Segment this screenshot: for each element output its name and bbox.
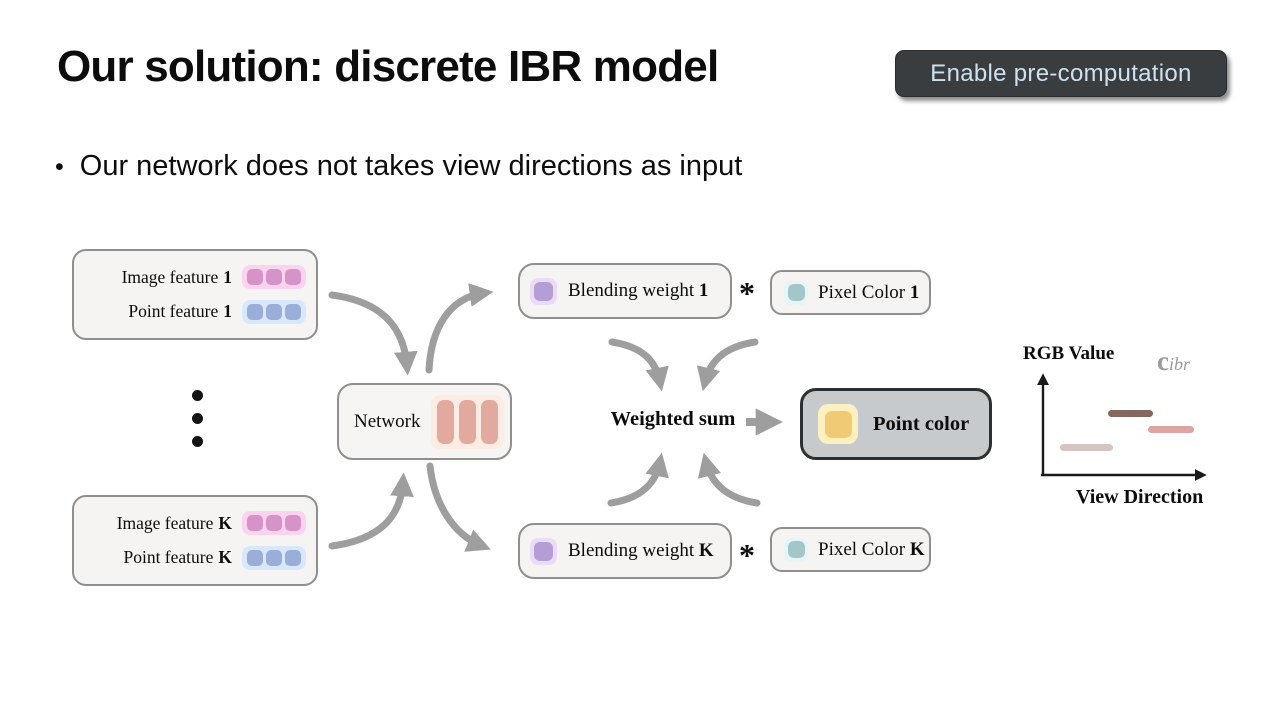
chart-y-axis-label: RGB Value	[1023, 343, 1115, 364]
slide-title: Our solution: discrete IBR model	[57, 42, 719, 91]
pixel-color-k-label: Pixel Color K	[818, 538, 925, 560]
blending-weight-1-box: Blending weight 1	[518, 263, 732, 319]
network-box: Network	[337, 383, 512, 460]
chart-plot	[1043, 372, 1213, 475]
blending-weight-k-box: Blending weight K	[518, 523, 732, 579]
point-color-box: Point color	[800, 388, 992, 460]
multiply-symbol-k: *	[739, 537, 755, 573]
weighted-sum-label: Weighted sum	[610, 408, 736, 430]
multiply-symbol-1: *	[739, 275, 755, 311]
arrow-pixel1-to-sum	[696, 338, 759, 392]
network-label: Network	[354, 410, 421, 432]
pixel-color-swatch-icon	[784, 280, 808, 305]
arrow-pixelK-to-sum	[697, 452, 761, 507]
bullet-text: Our network does not takes view directio…	[79, 150, 743, 182]
blending-weight-1-label: Blending weight 1	[568, 280, 709, 301]
point-color-label: Point color	[873, 412, 970, 435]
pixel-color-swatch-icon	[784, 537, 808, 562]
arrow-network-to-weight1	[425, 283, 494, 374]
arrow-featureK-to-network	[328, 472, 414, 550]
enable-precomputation-button[interactable]: Enable pre-computation	[895, 50, 1227, 97]
chart-segment-view-bin-2	[1107, 410, 1154, 418]
blending-weight-swatch-icon	[530, 277, 557, 305]
bullet-marker: •	[55, 153, 64, 181]
chart-segment-view-bin-1	[1060, 444, 1113, 452]
arrow-weight1-to-sum	[608, 338, 669, 392]
pixel-color-1-box: Pixel Color 1	[770, 270, 931, 315]
image-feature-1-chips	[242, 265, 306, 290]
arrow-weightK-to-sum	[607, 452, 669, 507]
chart-segment-view-bin-3	[1148, 425, 1195, 433]
image-feature-k-chips	[242, 511, 306, 536]
blending-weight-k-label: Blending weight K	[568, 540, 714, 561]
pixel-color-1-label: Pixel Color 1	[818, 281, 920, 303]
blending-weight-swatch-icon	[530, 537, 557, 565]
pixel-color-k-box: Pixel Color K	[770, 527, 931, 572]
network-layers-icon	[431, 394, 505, 449]
point-feature-1-chips	[242, 299, 306, 324]
arrow-network-to-weightK	[426, 462, 491, 552]
arrow-feature1-to-network	[328, 291, 418, 376]
cibr-annotation: cibr	[1157, 346, 1190, 376]
point-feature-k-chips	[242, 545, 306, 570]
bullet-item: • Our network does not takes view direct…	[55, 150, 742, 183]
chart-x-axis-label: View Direction	[1076, 486, 1204, 508]
vertical-ellipsis	[192, 390, 203, 447]
point-color-swatch-icon	[818, 404, 858, 444]
